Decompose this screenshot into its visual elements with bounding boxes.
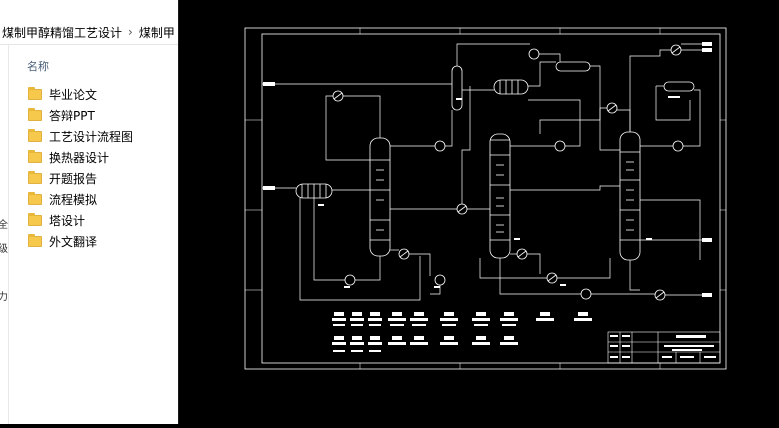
process-piping bbox=[262, 43, 712, 301]
file-list-item[interactable]: 流程模拟 bbox=[28, 189, 133, 210]
breadcrumb-separator-icon: › bbox=[128, 25, 133, 39]
distillation-column-3 bbox=[619, 131, 641, 261]
reflux-drum-3 bbox=[663, 81, 695, 92]
folder-icon bbox=[28, 87, 42, 100]
file-item-label: 换热器设计 bbox=[49, 151, 110, 165]
stream-labels bbox=[263, 42, 712, 297]
file-explorer-window: 煤制甲醇精馏工艺设计 › 煤制甲 全 级 力 名称 毕业论文 答辩PPT 工艺设… bbox=[0, 0, 178, 424]
file-item-label: 开题报告 bbox=[49, 172, 98, 186]
file-item-label: 工艺设计流程图 bbox=[49, 130, 134, 144]
folder-icon bbox=[28, 108, 42, 121]
drawing-inner-frame bbox=[261, 33, 721, 364]
nav-pane-glyph: 全 bbox=[0, 220, 8, 231]
nav-pane-glyph: 力 bbox=[0, 292, 8, 303]
file-item-label: 外文翻译 bbox=[49, 235, 98, 249]
folder-icon bbox=[28, 192, 42, 205]
file-list-item[interactable]: 开题报告 bbox=[28, 168, 133, 189]
folder-icon bbox=[28, 171, 42, 184]
separator-drum bbox=[451, 65, 463, 111]
file-list-item[interactable]: 外文翻译 bbox=[28, 231, 133, 252]
breadcrumb-segment-2[interactable]: 煤制甲 bbox=[138, 25, 175, 40]
cad-drawing-viewer[interactable] bbox=[180, 0, 779, 424]
file-item-label: 流程模拟 bbox=[49, 193, 98, 207]
navigation-pane-edge: 全 级 力 bbox=[0, 44, 9, 424]
folder-icon bbox=[28, 150, 42, 163]
file-list-item[interactable]: 换热器设计 bbox=[28, 147, 133, 168]
distillation-column-2 bbox=[489, 133, 511, 259]
file-list-item[interactable]: 毕业论文 bbox=[28, 84, 133, 105]
breadcrumb-segment-1[interactable]: 煤制甲醇精馏工艺设计 bbox=[2, 25, 123, 40]
distillation-column-1 bbox=[369, 137, 391, 257]
file-list-item[interactable]: 工艺设计流程图 bbox=[28, 126, 133, 147]
file-item-label: 毕业论文 bbox=[49, 88, 98, 102]
file-item-label: 答辩PPT bbox=[49, 109, 95, 123]
heat-exchanger-feed bbox=[295, 183, 333, 199]
heat-exchanger-top bbox=[493, 79, 529, 95]
file-list: 毕业论文 答辩PPT 工艺设计流程图 换热器设计 开题报告 流程模拟 塔设计 外… bbox=[28, 84, 133, 252]
process-equipment-symbols bbox=[332, 44, 684, 301]
drawing-sheet-border bbox=[244, 27, 727, 370]
process-flow-diagram bbox=[244, 27, 727, 370]
title-block-text bbox=[610, 335, 716, 358]
window-divider bbox=[178, 0, 179, 424]
folder-icon bbox=[28, 213, 42, 226]
title-block bbox=[607, 331, 721, 364]
address-bar[interactable]: 煤制甲醇精馏工艺设计 › 煤制甲 bbox=[0, 20, 178, 45]
file-item-label: 塔设计 bbox=[49, 214, 86, 228]
reflux-drum-2 bbox=[555, 61, 591, 72]
nav-pane-glyph: 级 bbox=[0, 244, 8, 255]
equipment-legend bbox=[332, 312, 592, 352]
frame-ticks bbox=[245, 28, 726, 369]
file-list-item[interactable]: 答辩PPT bbox=[28, 105, 133, 126]
folder-icon bbox=[28, 129, 42, 142]
file-list-item[interactable]: 塔设计 bbox=[28, 210, 133, 231]
folder-icon bbox=[28, 234, 42, 247]
column-header-name[interactable]: 名称 bbox=[27, 60, 49, 73]
